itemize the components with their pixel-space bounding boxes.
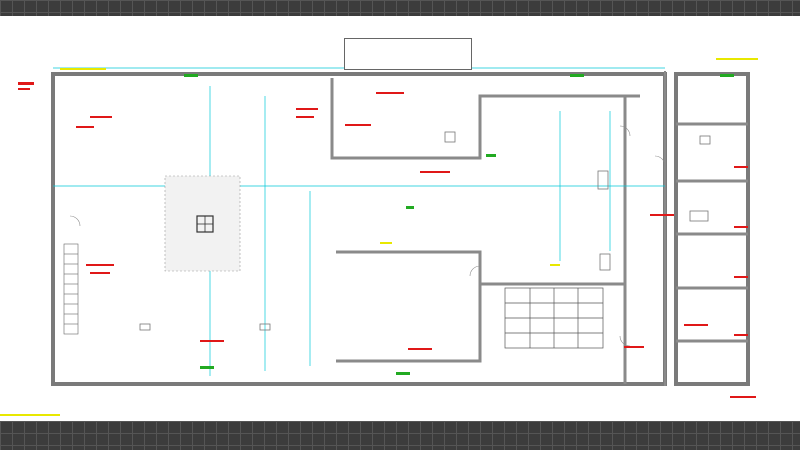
inner-walls (330, 71, 748, 386)
red-annotations (18, 82, 756, 398)
title-block (344, 38, 472, 70)
floor-plan-drawing (0, 58, 758, 416)
grid-icon (504, 287, 604, 349)
central-feature (164, 175, 241, 272)
furniture (139, 131, 711, 331)
top-frame-band (0, 0, 800, 16)
yellow-marks (0, 58, 758, 416)
stair-icon (63, 243, 79, 335)
upper-wall (330, 78, 640, 160)
green-marks (184, 74, 734, 375)
drawing-sheet (0, 16, 800, 421)
lower-room-wall (336, 250, 482, 363)
bottom-frame-band (0, 421, 800, 450)
outer-walls (51, 72, 750, 386)
side-rooms-outline (674, 72, 750, 386)
dimension-lines (53, 67, 665, 376)
main-hall-outline (51, 72, 667, 386)
door-swing-icon (69, 125, 666, 347)
